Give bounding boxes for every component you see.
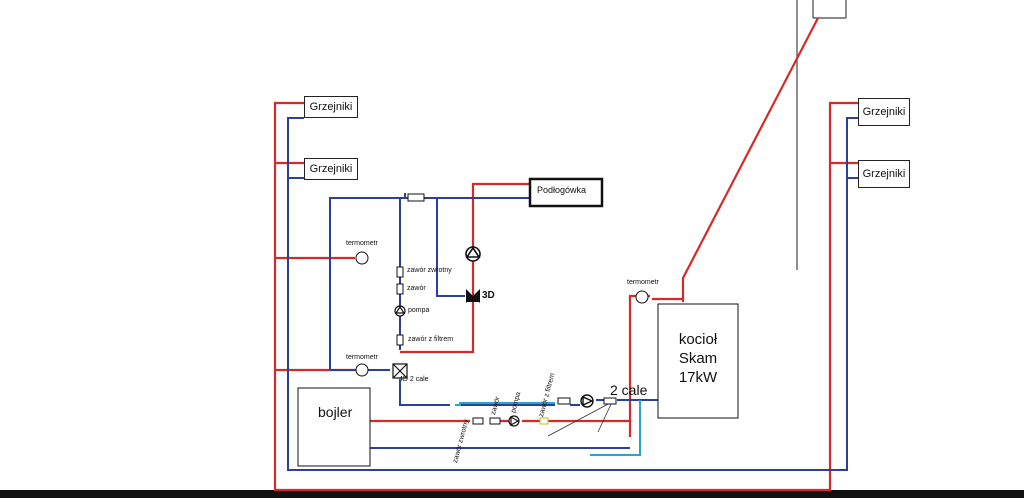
- underfloor-box: [528, 177, 604, 208]
- radiator-left-2: Grzejniki: [304, 158, 358, 180]
- radiator-left-1: Grzejniki: [304, 96, 358, 118]
- boiler-box: [657, 303, 739, 419]
- boiler-tank-label: bojler: [318, 404, 353, 420]
- pump-icon: [580, 394, 594, 408]
- boiler-label: kocioł Skam 17kW: [658, 330, 738, 387]
- radiator-label: Grzejniki: [862, 168, 906, 180]
- pump-label: pompa: [408, 307, 430, 314]
- pump-icon: [394, 305, 406, 317]
- return-pipes: [287, 117, 858, 471]
- boiler-tank-box: [297, 387, 371, 467]
- boiler-label-line: Skam: [678, 350, 718, 367]
- radiator-label: Grzejniki: [862, 106, 906, 118]
- thermometer-icon: [355, 251, 649, 377]
- underfloor-label: Podłogówka: [537, 185, 587, 195]
- two-inch-label: 2 cale: [610, 382, 648, 398]
- filter-valve-label: zawór z filtrem: [408, 336, 454, 343]
- thermometer-label: termometr: [346, 240, 378, 247]
- four-way-label: 4D 2 cale: [399, 376, 429, 383]
- thermometer-label: termometr: [346, 354, 378, 361]
- two-inch-leaders: [547, 401, 613, 437]
- three-way-valve-icon: [466, 289, 480, 303]
- valve-label: zawór: [407, 285, 426, 292]
- boiler-label-line: 17kW: [678, 369, 718, 386]
- bottom-border: [0, 490, 1024, 498]
- valve-icon: [396, 193, 617, 425]
- radiator-right-2: Grzejniki: [858, 160, 910, 188]
- radiator-right-1: Grzejniki: [858, 98, 910, 126]
- three-way-label: 3D: [482, 290, 495, 301]
- pump-icon: [465, 246, 481, 262]
- boiler-label-line: kocioł: [678, 331, 718, 348]
- radiator-label: Grzejniki: [309, 163, 353, 175]
- cyan-pipes: [455, 400, 641, 456]
- check-valve-label: zawór zwrotny: [407, 267, 452, 274]
- chimney: [796, 0, 847, 270]
- four-way-valve-icon: [392, 363, 408, 379]
- pump-icon: [508, 415, 520, 427]
- radiator-label: Grzejniki: [309, 101, 353, 113]
- thermometer-label: termometr: [627, 279, 659, 286]
